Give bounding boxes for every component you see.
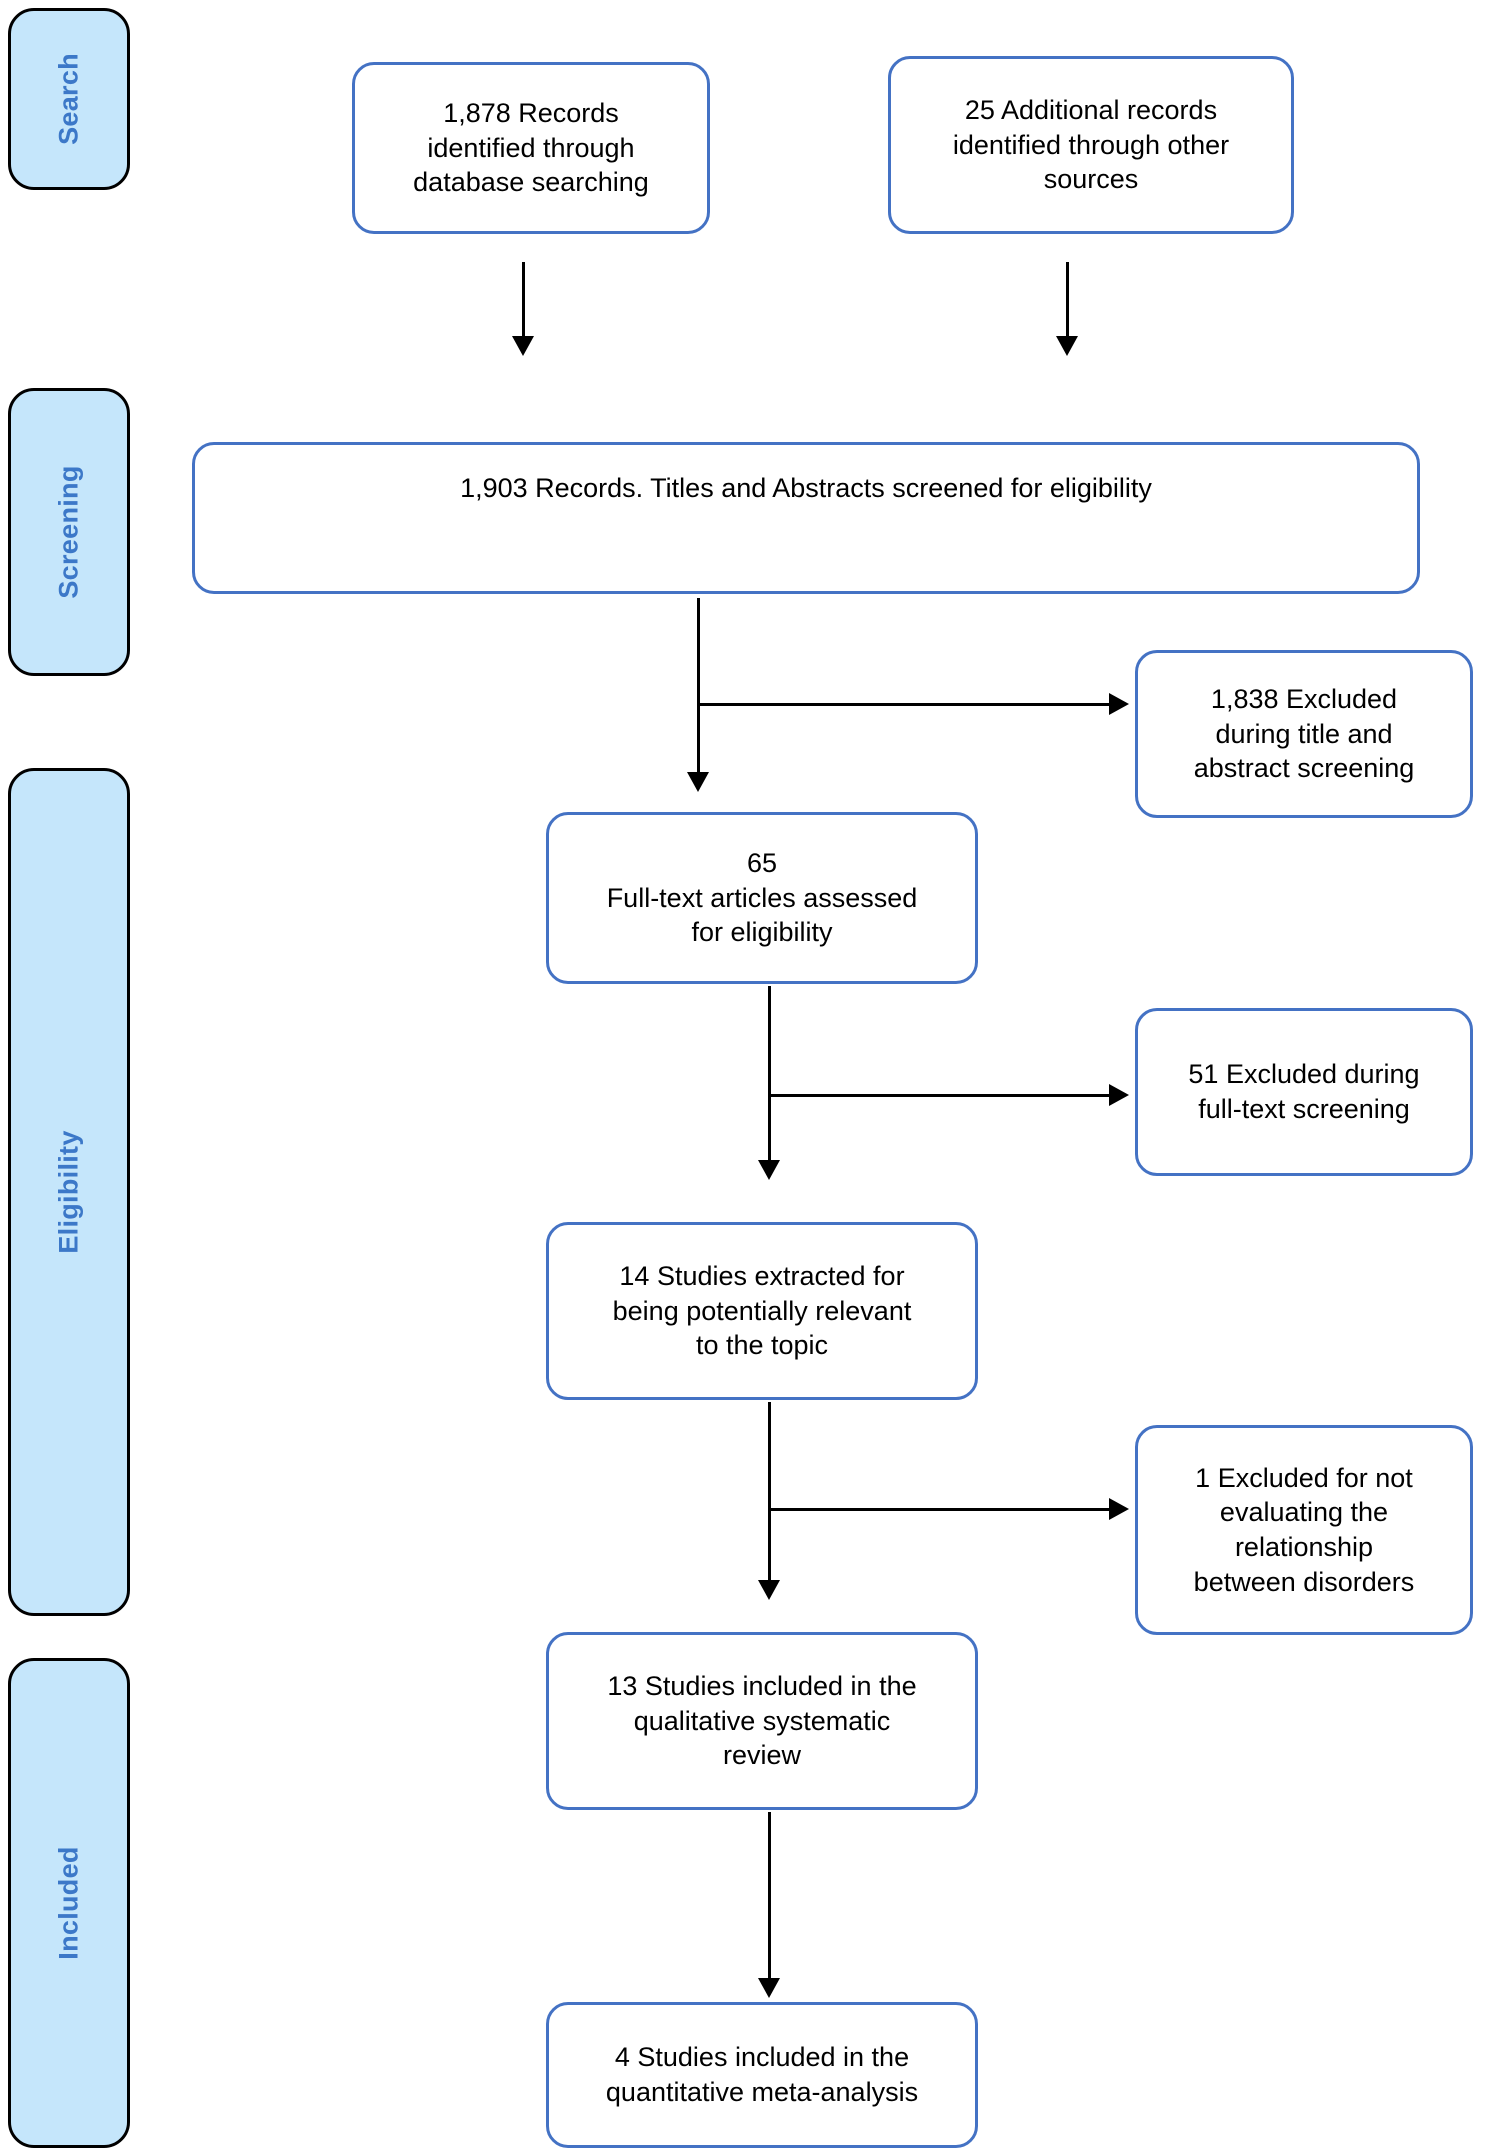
node-database-records: 1,878 Records identified through databas… (352, 62, 710, 234)
connector-screened-to-excluded (697, 703, 1111, 706)
connector-fulltext-to-excluded (768, 1094, 1111, 1097)
node-excluded-relationship: 1 Excluded for not evaluating the relati… (1135, 1425, 1473, 1635)
stage-bar-eligibility: Eligibility (8, 768, 130, 1616)
stage-label-search: Search (53, 53, 84, 145)
arrowhead-qualitative-to-quantitative (758, 1978, 780, 1998)
connector-database-to-screened (522, 262, 525, 338)
arrowhead-fulltext-to-extracted (758, 1160, 780, 1180)
stage-label-included: Included (53, 1846, 84, 1960)
arrowhead-other-to-screened (1056, 336, 1078, 356)
node-quantitative-meta-analysis: 4 Studies included in the quantitative m… (546, 2002, 978, 2148)
node-full-text-assessed: 65 Full-text articles assessed for eligi… (546, 812, 978, 984)
arrowhead-extracted-to-excluded (1109, 1498, 1129, 1520)
node-records-screened: 1,903 Records. Titles and Abstracts scre… (192, 442, 1420, 594)
stage-label-eligibility: Eligibility (53, 1130, 84, 1254)
node-qualitative-review: 13 Studies included in the qualitative s… (546, 1632, 978, 1810)
node-excluded-full-text: 51 Excluded during full-text screening (1135, 1008, 1473, 1176)
node-excluded-title-abstract: 1,838 Excluded during title and abstract… (1135, 650, 1473, 818)
connector-qualitative-to-quantitative (768, 1812, 771, 1980)
arrowhead-screened-to-fulltext (687, 772, 709, 792)
connector-other-to-screened (1066, 262, 1069, 338)
stage-label-screening: Screening (53, 465, 84, 599)
connector-screened-to-fulltext (697, 598, 700, 774)
arrowhead-extracted-to-qualitative (758, 1580, 780, 1600)
stage-bar-search: Search (8, 8, 130, 190)
connector-fulltext-to-extracted (768, 986, 771, 1162)
arrowhead-screened-to-excluded (1109, 693, 1129, 715)
node-other-records: 25 Additional records identified through… (888, 56, 1294, 234)
connector-extracted-to-qualitative (768, 1402, 771, 1582)
connector-extracted-to-excluded (768, 1508, 1111, 1511)
stage-bar-screening: Screening (8, 388, 130, 676)
node-studies-extracted: 14 Studies extracted for being potential… (546, 1222, 978, 1400)
arrowhead-database-to-screened (512, 336, 534, 356)
stage-bar-included: Included (8, 1658, 130, 2148)
arrowhead-fulltext-to-excluded (1109, 1084, 1129, 1106)
